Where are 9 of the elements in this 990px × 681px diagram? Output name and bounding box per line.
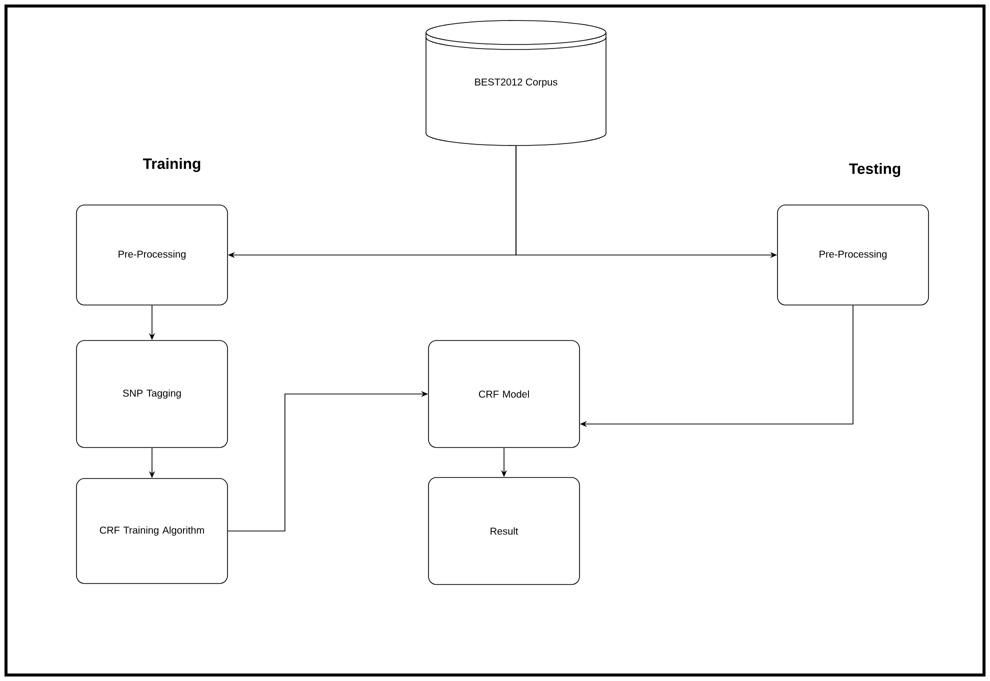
process-box: Pre-Processing bbox=[76, 204, 228, 306]
process-box: CRF Model bbox=[428, 340, 580, 448]
database-cylinder: BEST2012 Corpus bbox=[426, 20, 606, 146]
column-heading: Training bbox=[143, 158, 200, 172]
column-heading: Testing bbox=[849, 162, 900, 178]
process-box: SNP Tagging bbox=[76, 340, 228, 448]
process-box: Result bbox=[428, 477, 580, 585]
process-box: CRF Training Algorithm bbox=[76, 478, 228, 584]
process-box: Pre-Processing bbox=[777, 204, 929, 306]
